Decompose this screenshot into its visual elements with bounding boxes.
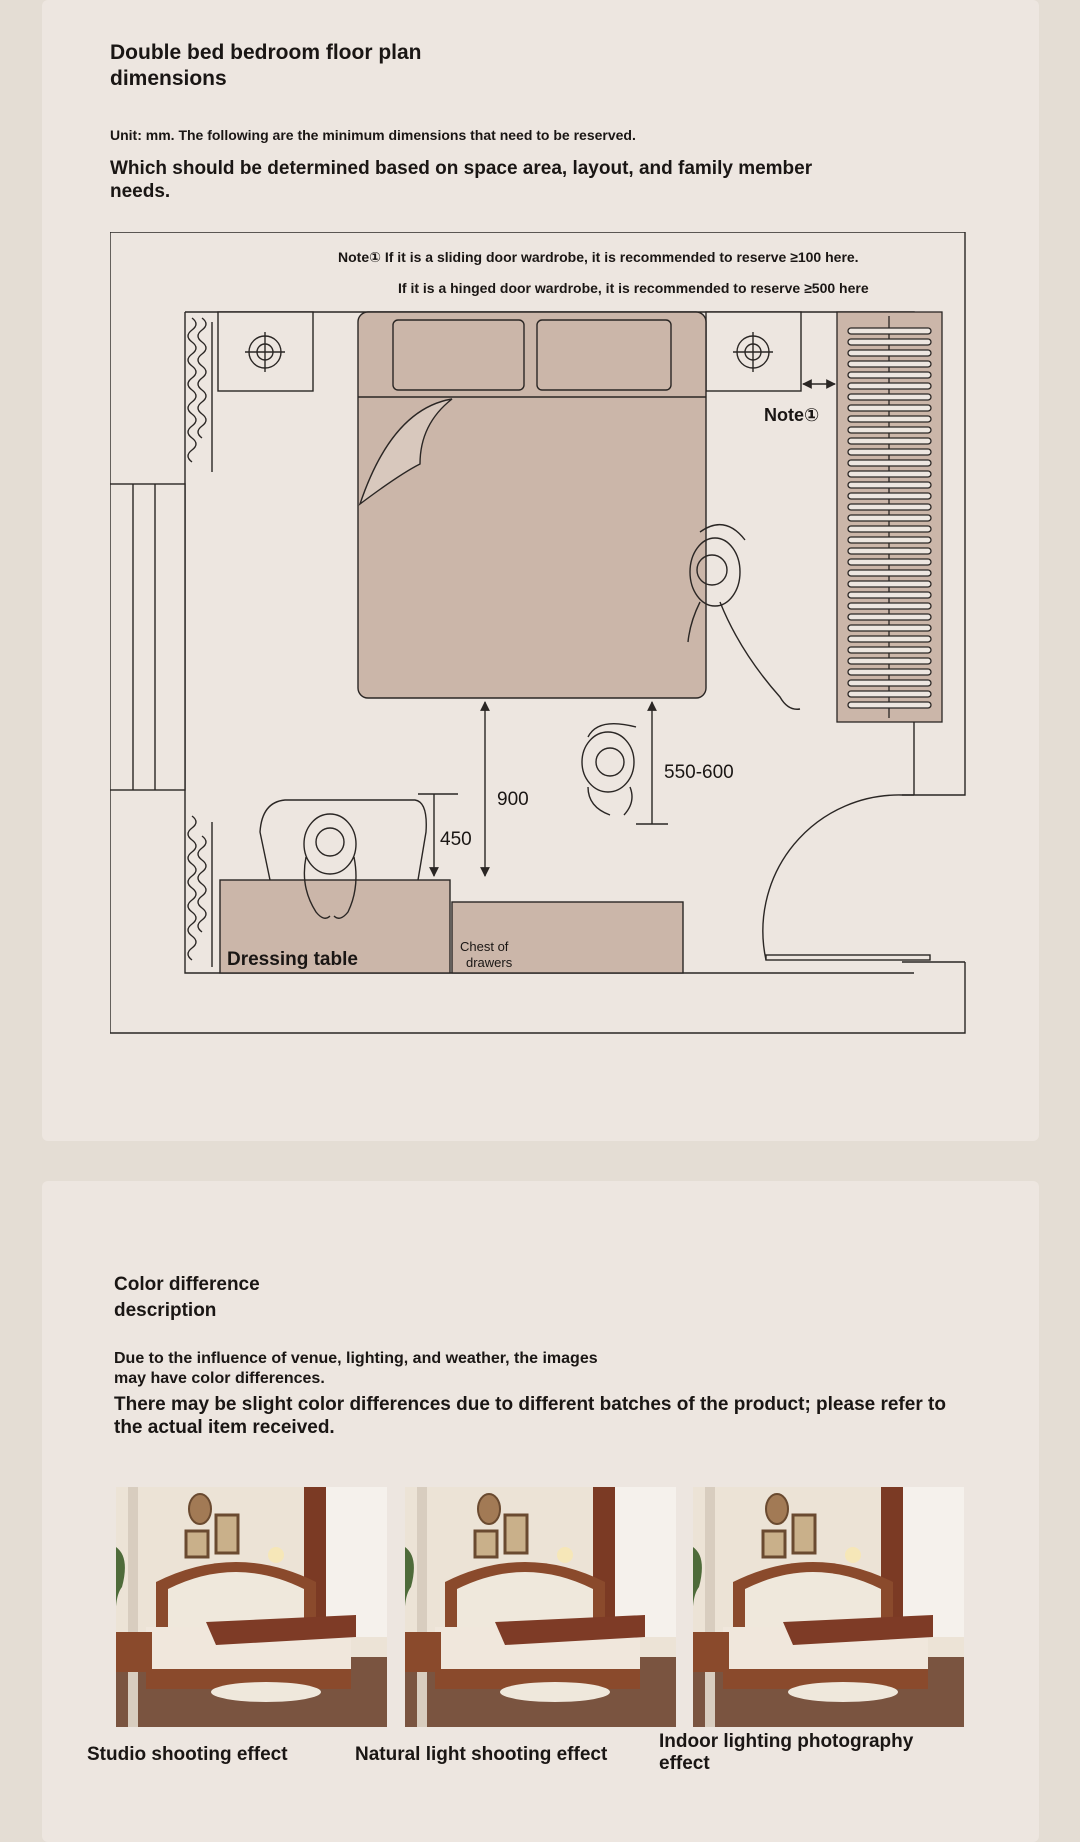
hanger [847, 701, 932, 709]
dressing-table-label: Dressing table [227, 949, 358, 970]
door-swing [762, 794, 903, 961]
outer-wall [110, 232, 966, 796]
note-hinged-text: If it is a hinged door wardrobe, it is r… [398, 280, 869, 296]
dim-550-label: 550-600 [664, 762, 734, 783]
hanger [847, 602, 932, 610]
color-title-line1: Color difference [114, 1274, 260, 1295]
chest-label-line2: drawers [466, 955, 513, 970]
floor-plan-title-line2: dimensions [110, 67, 227, 90]
caption-indoor-line2: effect [659, 1753, 710, 1774]
color-desc2-line1: There may be slight color differences du… [114, 1394, 946, 1415]
person-standing [687, 523, 801, 710]
caption-natural-light: Natural light shooting effect [355, 1744, 608, 1765]
hanger [847, 514, 932, 522]
hanger [847, 591, 932, 599]
blanket-fold [358, 398, 453, 506]
color-desc-line2: may have color differences. [114, 1370, 325, 1387]
hanger [847, 690, 932, 698]
color-desc2-line2: the actual item received. [114, 1417, 335, 1438]
pillow-right [536, 319, 672, 391]
hanger [847, 547, 932, 555]
note-marker-text: Note① [764, 405, 819, 425]
note-sliding-text: Note① If it is a sliding door wardrobe, … [338, 249, 859, 265]
window [110, 483, 186, 791]
hanger [847, 415, 932, 423]
hanger [847, 437, 932, 445]
caption-studio: Studio shooting effect [87, 1744, 288, 1765]
hanger [847, 580, 932, 588]
dressing-table-shape [219, 879, 451, 974]
hanger [847, 360, 932, 368]
hanger [847, 426, 932, 434]
hanger [847, 459, 932, 467]
door-leaf [765, 954, 931, 961]
hanger [847, 646, 932, 654]
dim-900-label: 900 [497, 789, 529, 810]
hanger [847, 481, 932, 489]
color-difference-card: Color difference description Due to the … [42, 1181, 1039, 1842]
hanger [847, 327, 932, 335]
photo-indoor-lighting [693, 1487, 964, 1727]
double-bed [357, 311, 707, 699]
hanger [847, 470, 932, 478]
hanger [847, 338, 932, 346]
outer-wall-bottom [110, 232, 966, 1034]
hanger [847, 558, 932, 566]
hanger [847, 393, 932, 401]
hanger [847, 492, 932, 500]
hanger [847, 525, 932, 533]
hanger [847, 382, 932, 390]
hanger [847, 404, 932, 412]
color-desc-line1: Due to the influence of venue, lighting,… [114, 1350, 598, 1367]
hanger [847, 371, 932, 379]
hanger [847, 679, 932, 687]
color-title-line2: description [114, 1300, 217, 1321]
unit-note: Unit: mm. The following are the minimum … [110, 127, 636, 143]
floor-plan-card: Double bed bedroom floor plan dimensions… [42, 0, 1039, 1141]
floor-plan-title-line1: Double bed bedroom floor plan [110, 41, 422, 64]
curtain-bottom [187, 815, 197, 961]
chest-label-line1: Chest of [460, 939, 509, 954]
hanger [847, 569, 932, 577]
photo-studio [116, 1487, 387, 1727]
hanger [847, 349, 932, 357]
caption-indoor-line1: Indoor lighting photography [659, 1731, 914, 1752]
hanger [847, 635, 932, 643]
advice-line2: needs. [110, 181, 171, 202]
hanger [847, 536, 932, 544]
dim-450-label: 450 [440, 829, 472, 850]
bedroom-floor-plan: Note① If it is a sliding door wardrobe, … [110, 232, 978, 1044]
hanger [847, 624, 932, 632]
hanger [847, 657, 932, 665]
person-walking [581, 723, 637, 816]
hanger [847, 668, 932, 676]
hanger [847, 503, 932, 511]
advice-line1: Which should be determined based on spac… [110, 158, 813, 179]
curtain-top [187, 317, 197, 463]
hanger [847, 448, 932, 456]
hanger [847, 613, 932, 621]
pillow-left [392, 319, 525, 391]
chest-of-drawers-shape [451, 901, 684, 974]
photo-natural-light [405, 1487, 676, 1727]
